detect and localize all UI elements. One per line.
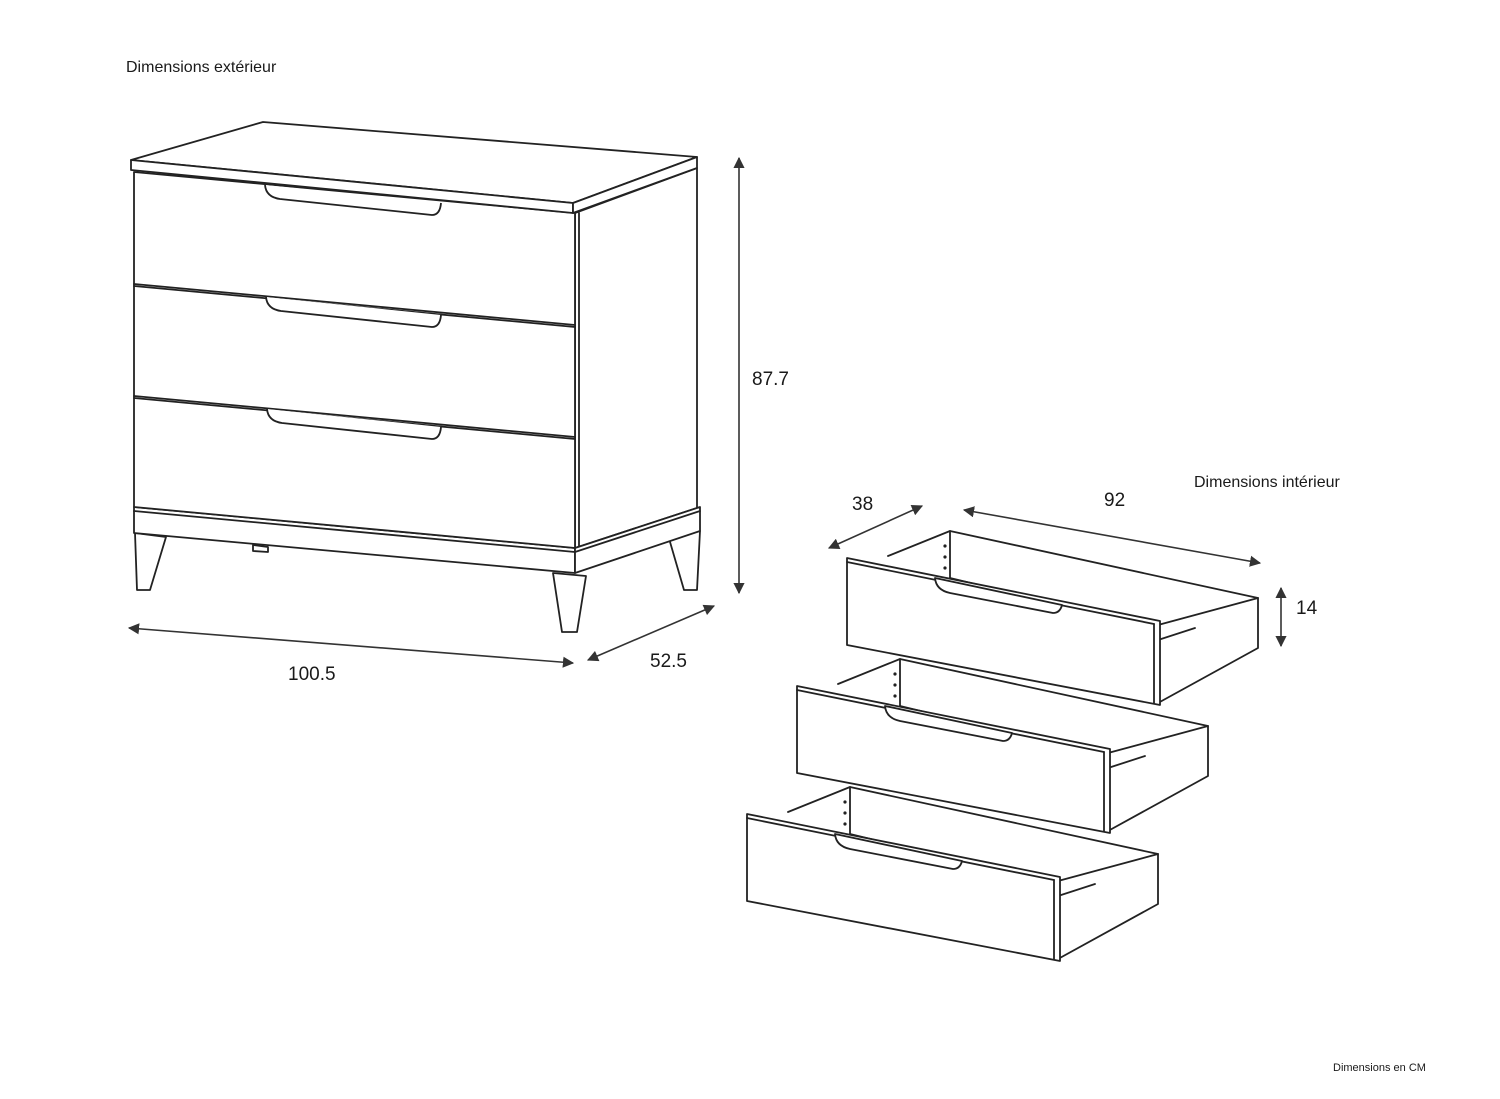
drawer-drawing-1 <box>846 530 1259 706</box>
leg-front-right <box>552 572 587 633</box>
handle-1 <box>264 184 442 216</box>
depth-arrow <box>586 604 716 662</box>
interior-depth-arrow <box>827 505 924 549</box>
exterior-depth-label: 52.5 <box>650 651 687 672</box>
width-arrow <box>127 623 575 668</box>
exterior-height-label: 87.7 <box>752 369 789 390</box>
units-note: Dimensions en CM <box>1333 1062 1426 1074</box>
handle-2 <box>265 296 442 328</box>
interior-width-arrow <box>962 506 1262 567</box>
interior-width-label: 92 <box>1104 490 1126 511</box>
handle-3 <box>266 408 442 440</box>
interior-depth-label: 38 <box>852 494 874 515</box>
exterior-width-label: 100.5 <box>288 664 336 685</box>
interior-height-label: 14 <box>1296 598 1318 619</box>
exterior-dimensions-title: Dimensions extérieur <box>126 59 277 76</box>
dresser-drawing <box>130 121 701 633</box>
interior-dimensions-title: Dimensions intérieur <box>1194 474 1340 491</box>
leg-front-left <box>134 532 167 591</box>
